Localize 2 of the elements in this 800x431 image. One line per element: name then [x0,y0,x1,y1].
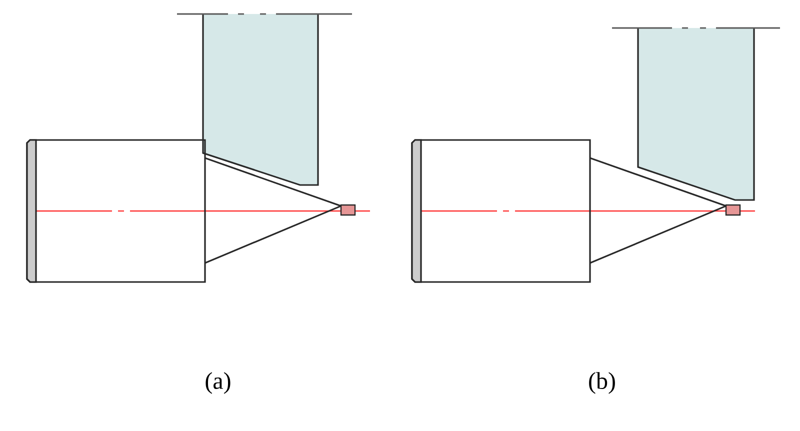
panel-label: (a) [206,372,230,394]
panel-label: (b) [589,372,615,394]
